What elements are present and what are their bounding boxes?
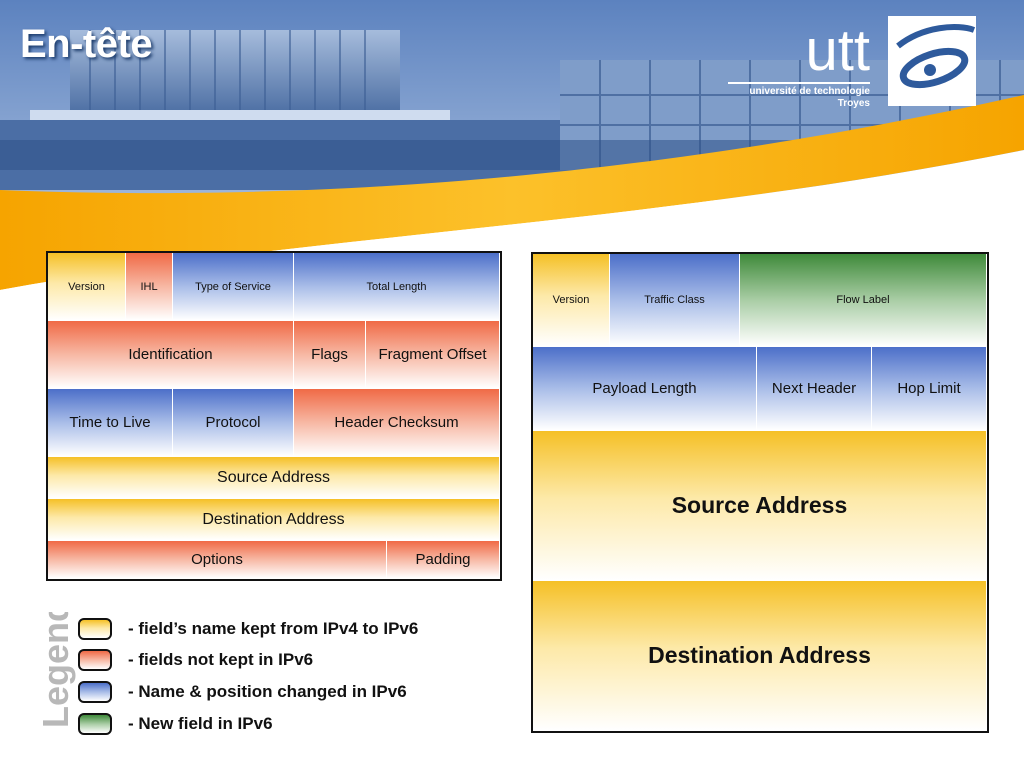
ipv4-field-padding: Padding	[387, 541, 500, 579]
logo-name: utt	[805, 18, 871, 83]
ipv6-field-flow-label: Flow Label	[740, 254, 987, 347]
utt-emblem-icon	[888, 16, 976, 106]
ipv6-field-destination-address: Destination Address	[533, 581, 987, 731]
ipv6-field-version: Version	[533, 254, 610, 347]
ipv4-field-fragment-offset: Fragment Offset	[366, 321, 500, 389]
ipv4-field-time-to-live: Time to Live	[48, 389, 173, 457]
legend-item-red: - fields not kept in IPv6	[78, 647, 313, 673]
ipv4-field-header-checksum: Header Checksum	[294, 389, 500, 457]
ipv4-field-source-address: Source Address	[48, 457, 500, 499]
ipv6-field-next-header: Next Header	[757, 347, 872, 431]
legend-label-blue: - Name & position changed in IPv6	[128, 682, 407, 701]
ipv4-field-destination-address: Destination Address	[48, 499, 500, 541]
legend-label-red: - fields not kept in IPv6	[128, 650, 314, 669]
ipv6-header-table: Version Traffic Class Flow Label Payload…	[531, 252, 989, 733]
ipv4-field-version: Version	[48, 253, 126, 321]
ipv4-field-options: Options	[48, 541, 387, 579]
ipv6-field-hop-limit: Hop Limit	[872, 347, 987, 431]
ipv4-field-type-of-service: Type of Service	[173, 253, 294, 321]
legend-swatch-green	[78, 713, 112, 735]
legend-title-text: Legend	[35, 612, 76, 728]
slide-title: En-tête	[20, 22, 153, 66]
legend-item-yellow: - field’s name kept from IPv4 to IPv6	[78, 616, 418, 642]
legend-swatch-yellow	[78, 618, 112, 640]
ipv4-field-identification: Identification	[48, 321, 294, 389]
legend-item-green: - New field in IPv6	[78, 711, 273, 737]
legend-swatch-blue	[78, 681, 112, 703]
ipv6-field-source-address: Source Address	[533, 431, 987, 581]
ipv4-header-table: Version IHL Type of Service Total Length…	[46, 251, 502, 581]
legend-swatch-red	[78, 649, 112, 671]
ipv6-field-traffic-class: Traffic Class	[610, 254, 740, 347]
legend-label-green: - New field in IPv6	[128, 714, 273, 733]
ipv4-field-total-length: Total Length	[294, 253, 500, 321]
ipv4-field-flags: Flags	[294, 321, 366, 389]
ipv4-field-protocol: Protocol	[173, 389, 294, 457]
ipv4-field-ihl: IHL	[126, 253, 173, 321]
logo-divider	[728, 82, 870, 84]
utt-logo: utt université de technologie Troyes	[728, 16, 978, 109]
legend-item-blue: - Name & position changed in IPv6	[78, 679, 407, 705]
logo-line1: université de technologie	[749, 86, 870, 97]
legend-title: Legend	[35, 612, 76, 728]
logo-line2: Troyes	[837, 98, 870, 109]
ipv6-field-payload-length: Payload Length	[533, 347, 757, 431]
legend-label-yellow: - field’s name kept from IPv4 to IPv6	[128, 619, 419, 638]
